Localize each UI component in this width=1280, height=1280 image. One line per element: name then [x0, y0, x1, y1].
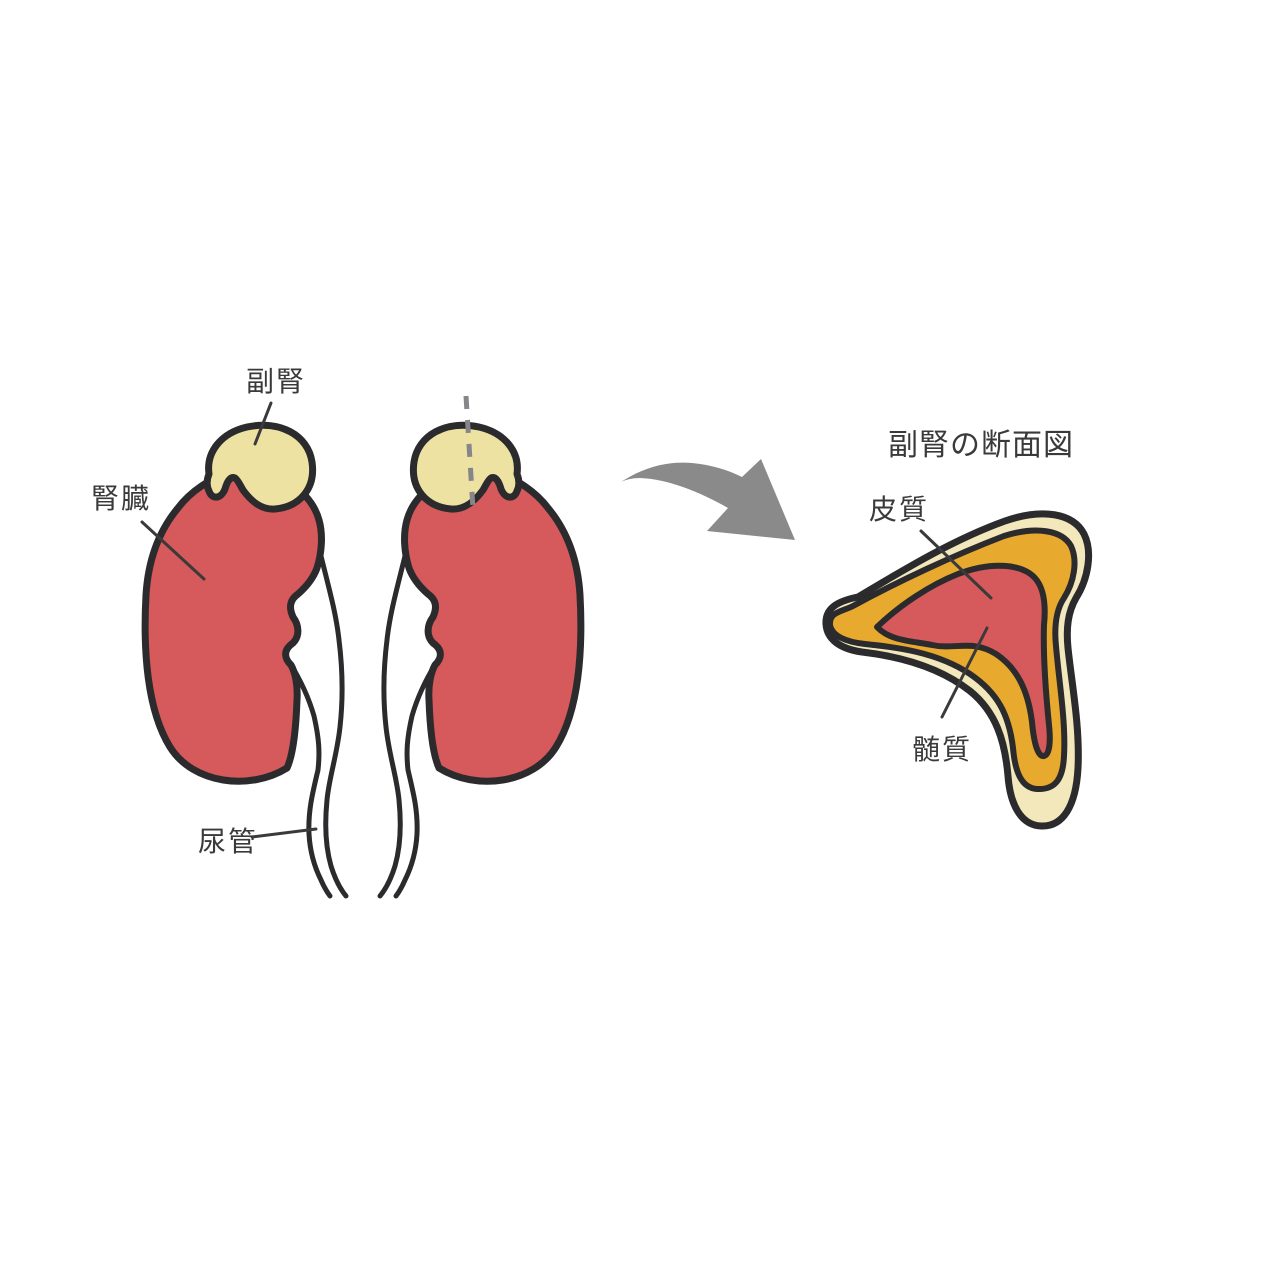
- right-ureter-inner-line: [393, 660, 439, 899]
- medulla-leader-line: [940, 626, 989, 719]
- right-kidney-shape: [401, 466, 585, 785]
- section-medulla-shape: [874, 562, 1053, 759]
- left-kidney-shape: [141, 466, 325, 785]
- ureter-label: 尿管: [198, 825, 258, 858]
- right-ureter-outer-line: [377, 549, 409, 899]
- curved-arrow-icon: [621, 459, 795, 540]
- right-kidney-group: [377, 421, 585, 899]
- adrenal-leader-line: [253, 401, 273, 446]
- ureter-leader-line: [250, 827, 318, 839]
- medulla-label: 髄質: [912, 733, 972, 766]
- left-ureter-outer-line: [317, 549, 349, 899]
- right-adrenal-shape: [409, 421, 523, 513]
- cortex-label: 皮質: [869, 493, 929, 526]
- left-kidney-group: [141, 421, 349, 899]
- left-adrenal-shape: [203, 421, 317, 513]
- kidney-leader-line: [140, 520, 206, 581]
- left-ureter-inner-line: [287, 660, 333, 899]
- kidney-label: 腎臓: [91, 482, 151, 515]
- adrenal-section-group: [822, 510, 1093, 830]
- section-cut-dashed-line-icon: [463, 395, 476, 510]
- section-title: 副腎の断面図: [888, 428, 1074, 463]
- cortex-leader-line: [919, 529, 993, 600]
- adrenal-label: 副腎: [246, 365, 306, 398]
